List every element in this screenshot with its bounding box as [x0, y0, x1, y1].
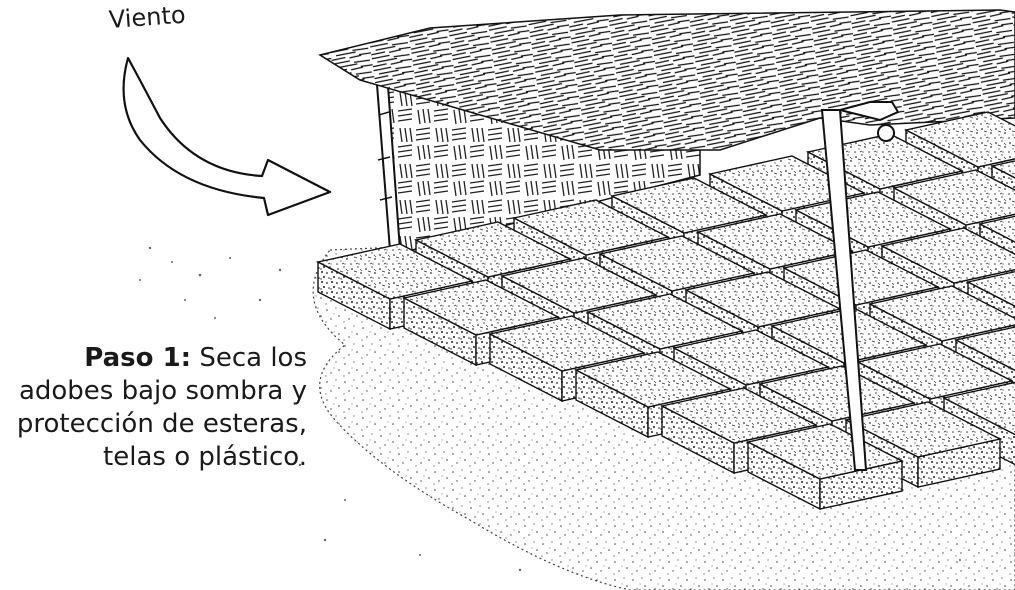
wind-arrow-icon — [122, 56, 332, 217]
step-label: Paso 1: — [84, 343, 192, 373]
wind-label: Viento — [108, 0, 187, 34]
step-caption: Paso 1: Seca los adobes bajo sombra y pr… — [0, 342, 307, 474]
step-text: Seca los adobes bajo sombra y protección… — [16, 343, 307, 472]
ground-dots — [139, 246, 961, 572]
right-post — [820, 109, 868, 471]
